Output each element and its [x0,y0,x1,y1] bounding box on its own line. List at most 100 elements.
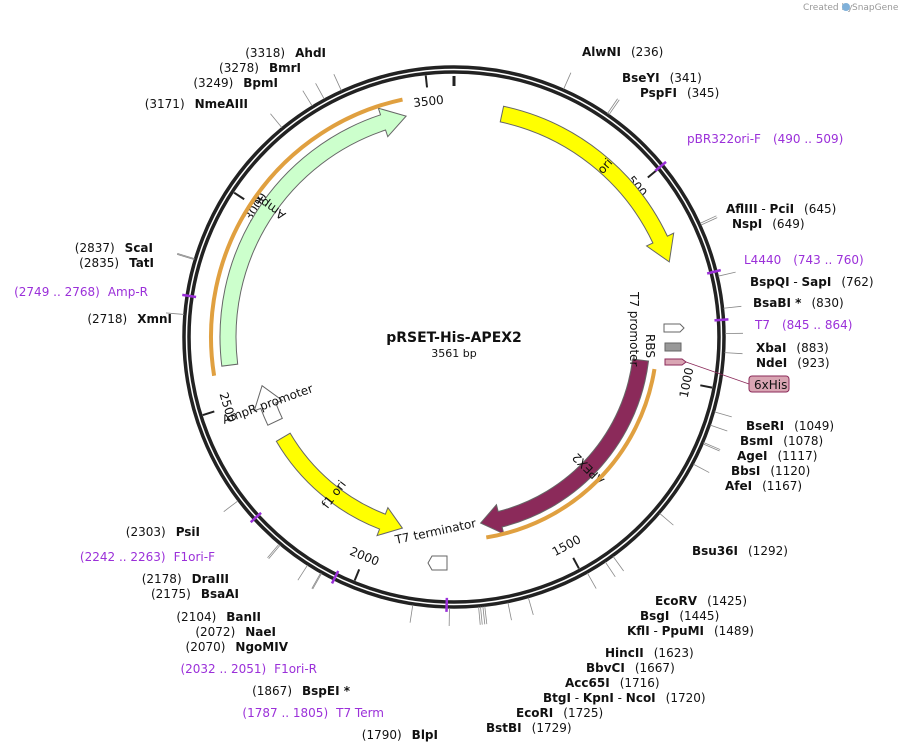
primer-amp-r: (2749 .. 2768)Amp-R [14,285,148,299]
site-alwni: AlwNI(236) [582,45,663,59]
site-leader [699,215,717,224]
backbone-outer [182,65,726,609]
primer-t7: T7(845 .. 864) [754,318,852,332]
site-psii: (2303)PsiI [126,525,200,539]
site-leader [176,254,195,260]
site-btgi: BtgI - KpnI - NcoI(1720) [543,691,706,705]
rbs-label: RBS [643,334,657,358]
leader-layer [165,72,743,626]
site-leader [478,606,481,625]
site-leader [604,561,616,578]
primer-labels: pBR322ori-F(490 .. 509) L4440(743 .. 760… [14,132,864,720]
site-bspqi: BspQI - SapI(762) [750,275,874,289]
site-afliii: AflIII - PciI(645) [726,202,836,216]
site-hincii: HincII(1623) [605,646,694,660]
site-leader [297,564,308,581]
site-xbai: XbaI(883) [756,341,829,355]
tick-mark [233,191,245,201]
site-ahdi: (3318)AhdI [245,46,326,60]
plasmid-length: 3561 bp [431,347,476,360]
site-ecori: EcoRI(1725) [516,706,603,720]
tick-label: 1000 [677,366,697,399]
site-bspei: (1867)BspEI * [252,684,351,698]
site-leader [409,604,414,623]
site-ecorv: EcoRV(1425) [655,594,747,608]
site-pspfi: PspFI(345) [640,86,719,100]
site-leader [714,411,732,418]
site-afei: AfeI(1167) [725,479,802,493]
site-xmni: (2718)XmnI [87,312,172,326]
site-bsabi: BsaBI *(830) [753,296,844,310]
primer-mark [706,268,722,275]
primer-mark [330,570,340,585]
credit-text: Created by [803,3,853,13]
site-leader [608,99,620,115]
site-bbsi: BbsI(1120) [731,464,810,478]
site-leader [507,602,512,621]
site-ndei: NdeI(923) [756,356,830,370]
t7-promoter-label: T7 promoter [627,291,641,367]
site-leader [586,572,597,589]
site-bsmi: BsmI(1078) [740,434,823,448]
orf-outline [209,97,403,377]
site-kfli: KflI - PpuMI(1489) [627,624,754,638]
tick-mark [202,410,215,416]
site-leader [177,253,195,260]
site-leader [563,72,572,90]
site-ngomiv: (2070)NgoMIV [186,640,289,654]
site-leader [700,217,718,226]
6xhis-label: 6xHis [754,378,787,392]
t7-terminator-feature: T7 terminator [393,516,477,571]
feature-apex2 [479,358,650,535]
feature-f1-ori [275,432,404,537]
tick-label: 3500 [413,93,445,110]
site-leader [710,424,728,432]
t7-promoter-feature: T7 promoter [627,291,685,367]
site-labels: AlwNI(236) BseYI(341) PspFI(345) AflIII … [75,45,874,742]
site-bseyi: BseYI(341) [622,71,702,85]
site-leader [482,606,486,625]
site-leader [607,98,618,114]
site-bsgi: BsgI(1445) [640,609,719,623]
site-leader [165,312,184,315]
primer-mark [654,160,667,172]
tick-mark [572,557,580,569]
site-bpmi: (3249)BpmI [193,76,278,90]
site-leader [612,556,624,572]
primer-mark [182,293,197,299]
site-leader [693,463,710,473]
site-leader [718,271,736,277]
site-leader [484,606,488,625]
tick-mark [647,169,658,179]
primer-l4440: L4440(743 .. 760) [744,253,864,267]
site-agei: AgeI(1117) [737,449,817,463]
site-bseri: BseRI(1049) [746,419,834,433]
site-leader [480,606,483,625]
site-leader [270,113,283,128]
site-leader [268,544,281,560]
primer-f1ori-f: (2242 .. 2263)F1ori-F [80,550,215,564]
primer-t7-term: (1787 .. 1805)T7 Term [242,706,384,720]
primer-f1ori-r: (2032 .. 2051)F1ori-R [180,662,317,676]
site-leader [312,573,322,590]
site-naei: (2072)NaeI [195,625,276,639]
site-bbvci: BbvCI(1667) [586,661,675,675]
site-nspi: NspI(649) [732,217,805,231]
site-banii: (2104)BanII [176,610,261,624]
tick-label: 1500 [550,532,584,559]
site-leader [659,513,674,526]
feature-ampr [219,107,408,367]
tick-label: 2000 [348,544,382,569]
site-bstbi: BstBI(1729) [486,721,572,735]
primer-mark [249,511,262,524]
tick-mark [353,569,361,581]
site-draiii: (2178)DraIII [142,572,229,586]
plasmid-name: pRSET-His-APEX2 [386,330,522,346]
site-leader [703,442,721,450]
site-nmeaiii: (3171)NmeAIII [145,97,248,111]
tick-mark [700,384,713,389]
primer-mark [714,318,729,322]
site-leader [267,543,280,559]
6xhis-feature [664,358,687,366]
